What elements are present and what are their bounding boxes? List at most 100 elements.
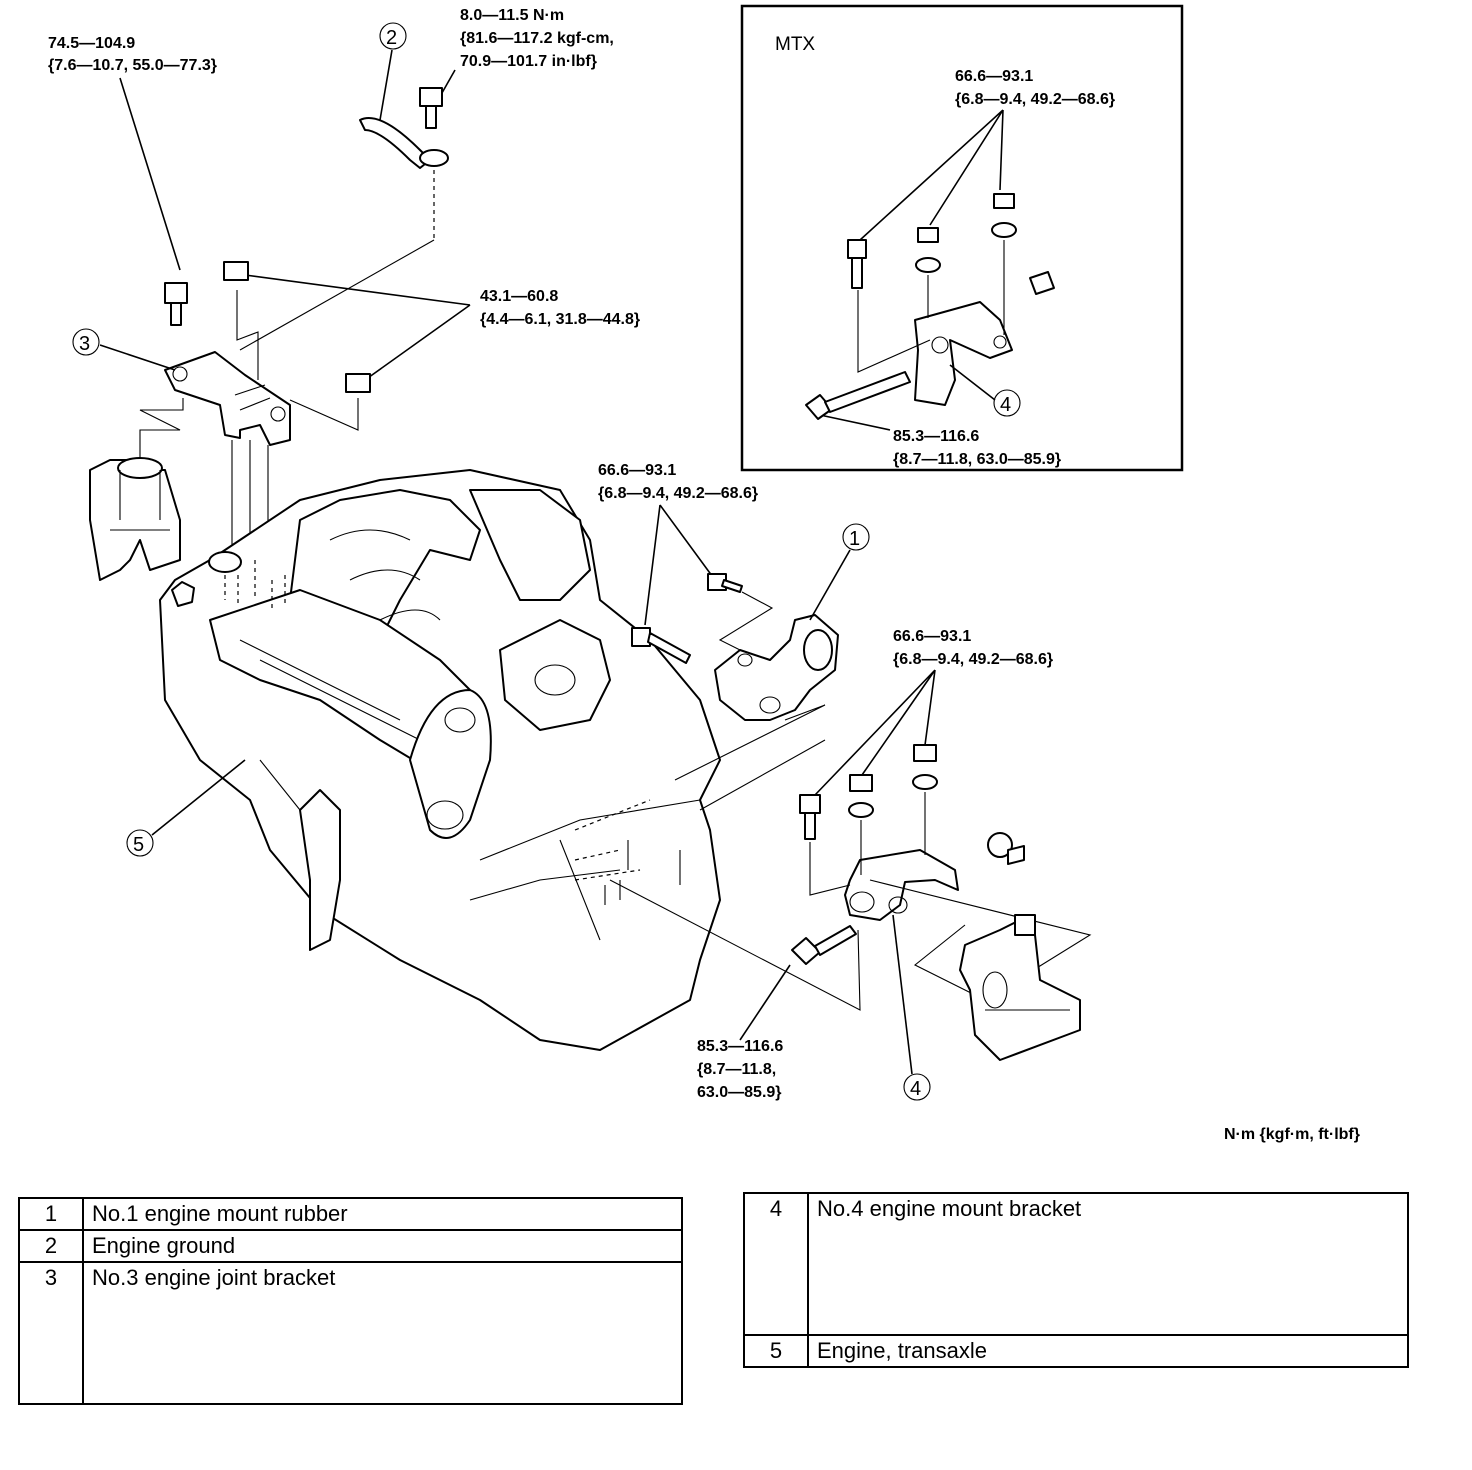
no4-nut-1-icon xyxy=(848,774,874,818)
torque-ground-line1: 8.0—11.5 N·m xyxy=(460,7,564,24)
torque-no4-line2: {6.8—9.4, 49.2—68.6} xyxy=(893,651,1053,668)
alternator-icon xyxy=(499,619,611,731)
joint-left-assembly-line xyxy=(139,398,184,460)
mtx-nut-1-icon xyxy=(915,227,941,273)
torque-mtx-bolt-line1: 85.3—116.6 xyxy=(893,428,979,445)
legend-row: 1 No.1 engine mount rubber xyxy=(18,1197,683,1231)
drive-belt-icon xyxy=(409,689,492,839)
rubber-to-case-lines xyxy=(674,704,826,811)
torque-ground-line2: {81.6—117.2 kgf-cm, xyxy=(460,30,614,47)
callout-3-number: 3 xyxy=(79,333,90,355)
engine-ground-bolt-icon xyxy=(419,87,443,129)
callout-2-leader xyxy=(379,49,393,121)
no3-joint-bracket-icon xyxy=(164,351,291,446)
legend-number: 4 xyxy=(743,1192,809,1336)
rubber-bolt-1-icon xyxy=(631,627,691,664)
torque-no4-bolt-line1: 85.3—116.6 xyxy=(697,1038,783,1055)
legend-number: 5 xyxy=(743,1334,809,1368)
callout-2-number: 2 xyxy=(386,27,397,49)
torque-no4-bolt-line3: 63.0—85.9} xyxy=(697,1084,782,1101)
torque-spec-joint-bracket: 43.1—60.8 {4.4—6.1, 31.8—44.8} xyxy=(480,288,640,328)
no1-engine-mount-rubber-icon xyxy=(714,614,839,721)
joint-right-assembly-lines xyxy=(236,290,359,431)
legend-row: 5 Engine, transaxle xyxy=(743,1334,1409,1368)
mtx-nut-2-icon xyxy=(991,193,1017,238)
torque-rubber-line1: 66.6—93.1 xyxy=(598,462,676,479)
callout-1-leader xyxy=(809,549,851,621)
joint-nut-leaders xyxy=(244,274,471,381)
torque-mtx-bolt-line2: {8.7—11.8, 63.0—85.9} xyxy=(893,451,1061,468)
torque-mtx-nuts-line2: {6.8—9.4, 49.2—68.6} xyxy=(955,91,1115,108)
callout-4-leader xyxy=(892,914,913,1075)
mtx-nut-leaders xyxy=(859,109,1004,241)
torque-top-left-line2: {7.6—10.7, 55.0—77.3} xyxy=(48,57,217,74)
legend-row: 4 No.4 engine mount bracket xyxy=(743,1192,1409,1336)
callout-3-circle xyxy=(72,328,100,356)
top-left-torque-leader xyxy=(119,77,181,271)
mtx-callout-4-circle xyxy=(993,389,1021,417)
mtx-no4-bracket-icon xyxy=(914,301,1013,406)
mtx-bolt-upper-icon xyxy=(847,239,867,289)
legend-part-name: No.3 engine joint bracket xyxy=(82,1261,683,1405)
torque-no4-line1: 66.6—93.1 xyxy=(893,628,971,645)
legend-part-name: Engine ground xyxy=(82,1229,683,1263)
legend-number: 3 xyxy=(18,1261,84,1405)
mtx-side-nut-icon xyxy=(1029,271,1055,295)
mtx-bolt-leader xyxy=(819,414,891,431)
parts-legend-right: 4 No.4 engine mount bracket 5 Engine, tr… xyxy=(743,1192,1409,1368)
joint-bracket-nut-1-icon xyxy=(223,261,249,281)
torque-spec-top-left: 74.5—104.9 {7.6—10.7, 55.0—77.3} xyxy=(48,35,217,74)
case-dashed-lines xyxy=(574,799,651,881)
engine-transaxle-icon xyxy=(159,469,721,1051)
callout-4-circle xyxy=(903,1073,931,1101)
no4-nut-leaders xyxy=(814,669,936,796)
legend-row: 2 Engine ground xyxy=(18,1229,683,1263)
torque-spec-engine-ground: 8.0—11.5 N·m {81.6—117.2 kgf-cm, 70.9—10… xyxy=(460,7,614,70)
callout-4-number: 4 xyxy=(910,1078,921,1100)
case-studs xyxy=(604,840,681,905)
torque-joint-line1: 43.1—60.8 xyxy=(480,288,558,305)
no4-bolt-torque-leader xyxy=(739,964,791,1041)
torque-top-left-line1: 74.5—104.9 xyxy=(48,35,135,52)
torque-mtx-nuts-line1: 66.6—93.1 xyxy=(955,68,1033,85)
legend-number: 2 xyxy=(18,1229,84,1263)
parts-legend-left: 1 No.1 engine mount rubber 2 Engine grou… xyxy=(18,1197,683,1405)
callout-5-circle xyxy=(126,829,154,857)
mtx-label: MTX xyxy=(775,34,815,55)
no4-to-case-line xyxy=(609,879,861,1011)
rubber-torque-leaders xyxy=(644,504,716,626)
left-engine-mount-icon xyxy=(89,457,181,581)
callout-1-circle xyxy=(842,523,870,551)
joint-bracket-bolt-icon xyxy=(164,282,188,326)
callout-5-leader xyxy=(151,759,246,836)
mtx-assembly-lines xyxy=(857,240,1005,373)
torque-units-note: N·m {kgf·m, ft·lbf} xyxy=(1224,1126,1360,1143)
torque-joint-line2: {4.4—6.1, 31.8—44.8} xyxy=(480,311,640,328)
rubber-assembly-line xyxy=(718,591,774,661)
torque-no4-bolt-line2: {8.7—11.8, xyxy=(697,1061,776,1078)
legend-number: 1 xyxy=(18,1197,84,1231)
engine-ground-cable-icon xyxy=(359,117,449,169)
mtx-through-bolt-icon xyxy=(805,371,911,420)
torque-spec-no4-nuts: 66.6—93.1 {6.8—9.4, 49.2—68.6} xyxy=(893,628,1053,668)
callout-3-leader xyxy=(99,344,176,371)
mtx-callout-4-leader xyxy=(949,364,996,401)
legend-part-name: No.4 engine mount bracket xyxy=(807,1192,1409,1336)
legend-part-name: Engine, transaxle xyxy=(807,1334,1409,1368)
no4-nut-2-icon xyxy=(912,744,938,790)
no4-engine-mount-bracket-icon xyxy=(844,849,959,921)
transaxle-side-mount-icon xyxy=(959,914,1081,1061)
joint-bracket-nut-2-icon xyxy=(345,373,371,393)
torque-spec-mount-rubber: 66.6—93.1 {6.8—9.4, 49.2—68.6} xyxy=(598,462,758,502)
torque-spec-no4-through-bolt: 85.3—116.6 {8.7—11.8, 63.0—85.9} xyxy=(697,1038,783,1101)
legend-part-name: No.1 engine mount rubber xyxy=(82,1197,683,1231)
torque-rubber-line2: {6.8—9.4, 49.2—68.6} xyxy=(598,485,758,502)
ground-to-bracket-line xyxy=(239,239,435,351)
no4-bolt-upper-icon xyxy=(799,794,821,840)
no4-through-bolt-icon xyxy=(791,925,857,965)
legend-row: 3 No.3 engine joint bracket xyxy=(18,1261,683,1405)
mtx-inset: MTX 66.6—93.1 {6.8—9.4, 49.2—68.6} 85.3—… xyxy=(740,4,1184,472)
callout-5-number: 5 xyxy=(133,834,144,856)
oil-cap-icon xyxy=(208,551,242,573)
